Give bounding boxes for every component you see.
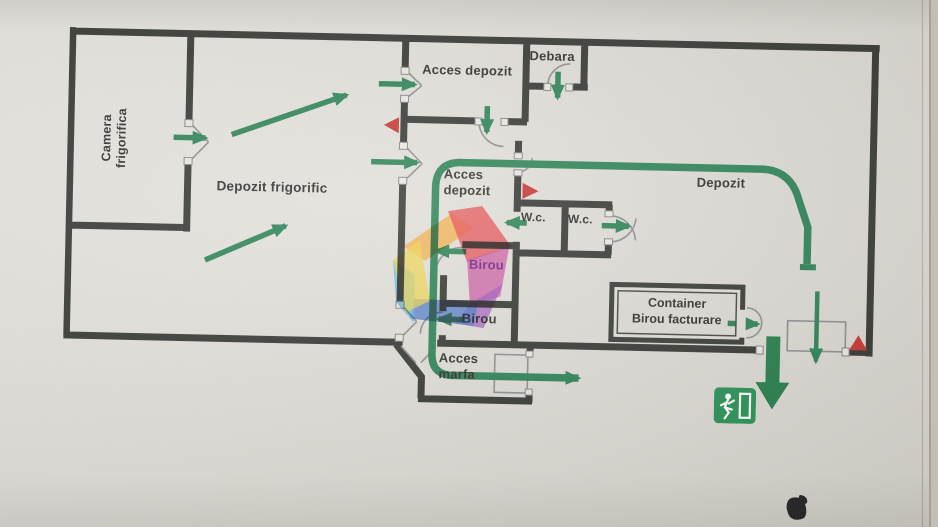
room-label-camera-frigorifica: Camera frigorifica [98, 72, 137, 205]
room-container-birou-facturare: Container Birou facturare [608, 281, 746, 345]
running-man-exit-icon [713, 387, 757, 424]
floor-plan: Camera frigorifica Depozit frigorific Ac… [61, 27, 884, 445]
room-label-depozit: Depozit [696, 174, 746, 191]
red-triangle-markers [383, 117, 868, 351]
arrow-depozit-frigorific-1 [230, 92, 350, 138]
room-label-wc-right: W.c. [567, 211, 593, 227]
arrow-birou-upper-out [433, 244, 467, 259]
arrow-exit-thin-down [809, 291, 824, 365]
arrow-into-acces-depozit-top [378, 77, 418, 92]
room-label-depozit-frigorific: Depozit frigorific [216, 178, 328, 196]
red-triangle-marker-corner [849, 335, 868, 351]
paper-fold-line [922, 0, 923, 527]
exit-big-arrow [755, 336, 790, 410]
plan-linework [62, 27, 880, 410]
room-label-acces-marfa: Acces marfa [438, 350, 478, 382]
label-line: Camera [99, 114, 115, 162]
arrow-wc-right-out [601, 218, 632, 233]
colorful-cube-watermark [392, 206, 512, 329]
label-line: marfa [438, 365, 476, 382]
label-line: Acces [443, 166, 484, 183]
door-jambs [183, 66, 850, 396]
container-door-notch [737, 309, 746, 338]
room-label-acces-depozit-top: Acces depozit [421, 61, 513, 79]
label-line: depozit [443, 181, 491, 198]
red-triangle-marker-mid [522, 182, 539, 199]
arrow-into-corridor [371, 155, 421, 170]
label-line: frigorifica [113, 108, 130, 169]
red-triangle-marker-left [383, 117, 400, 134]
label-line: Birou facturare [631, 310, 722, 327]
ink-smudge [783, 494, 810, 523]
arrow-depozit-frigorific-2 [203, 223, 289, 263]
arrow-camera-frigorifica [173, 130, 209, 145]
label-line: Container [647, 295, 707, 311]
evacuation-route [428, 158, 817, 385]
room-label-debara: Debara [529, 48, 575, 65]
room-label-acces-depozit-mid: Acces depozit [443, 166, 491, 198]
arrow-acces-depozit-down [480, 106, 495, 136]
label-line: Acces [438, 350, 479, 366]
arrow-debara-down [550, 71, 565, 101]
